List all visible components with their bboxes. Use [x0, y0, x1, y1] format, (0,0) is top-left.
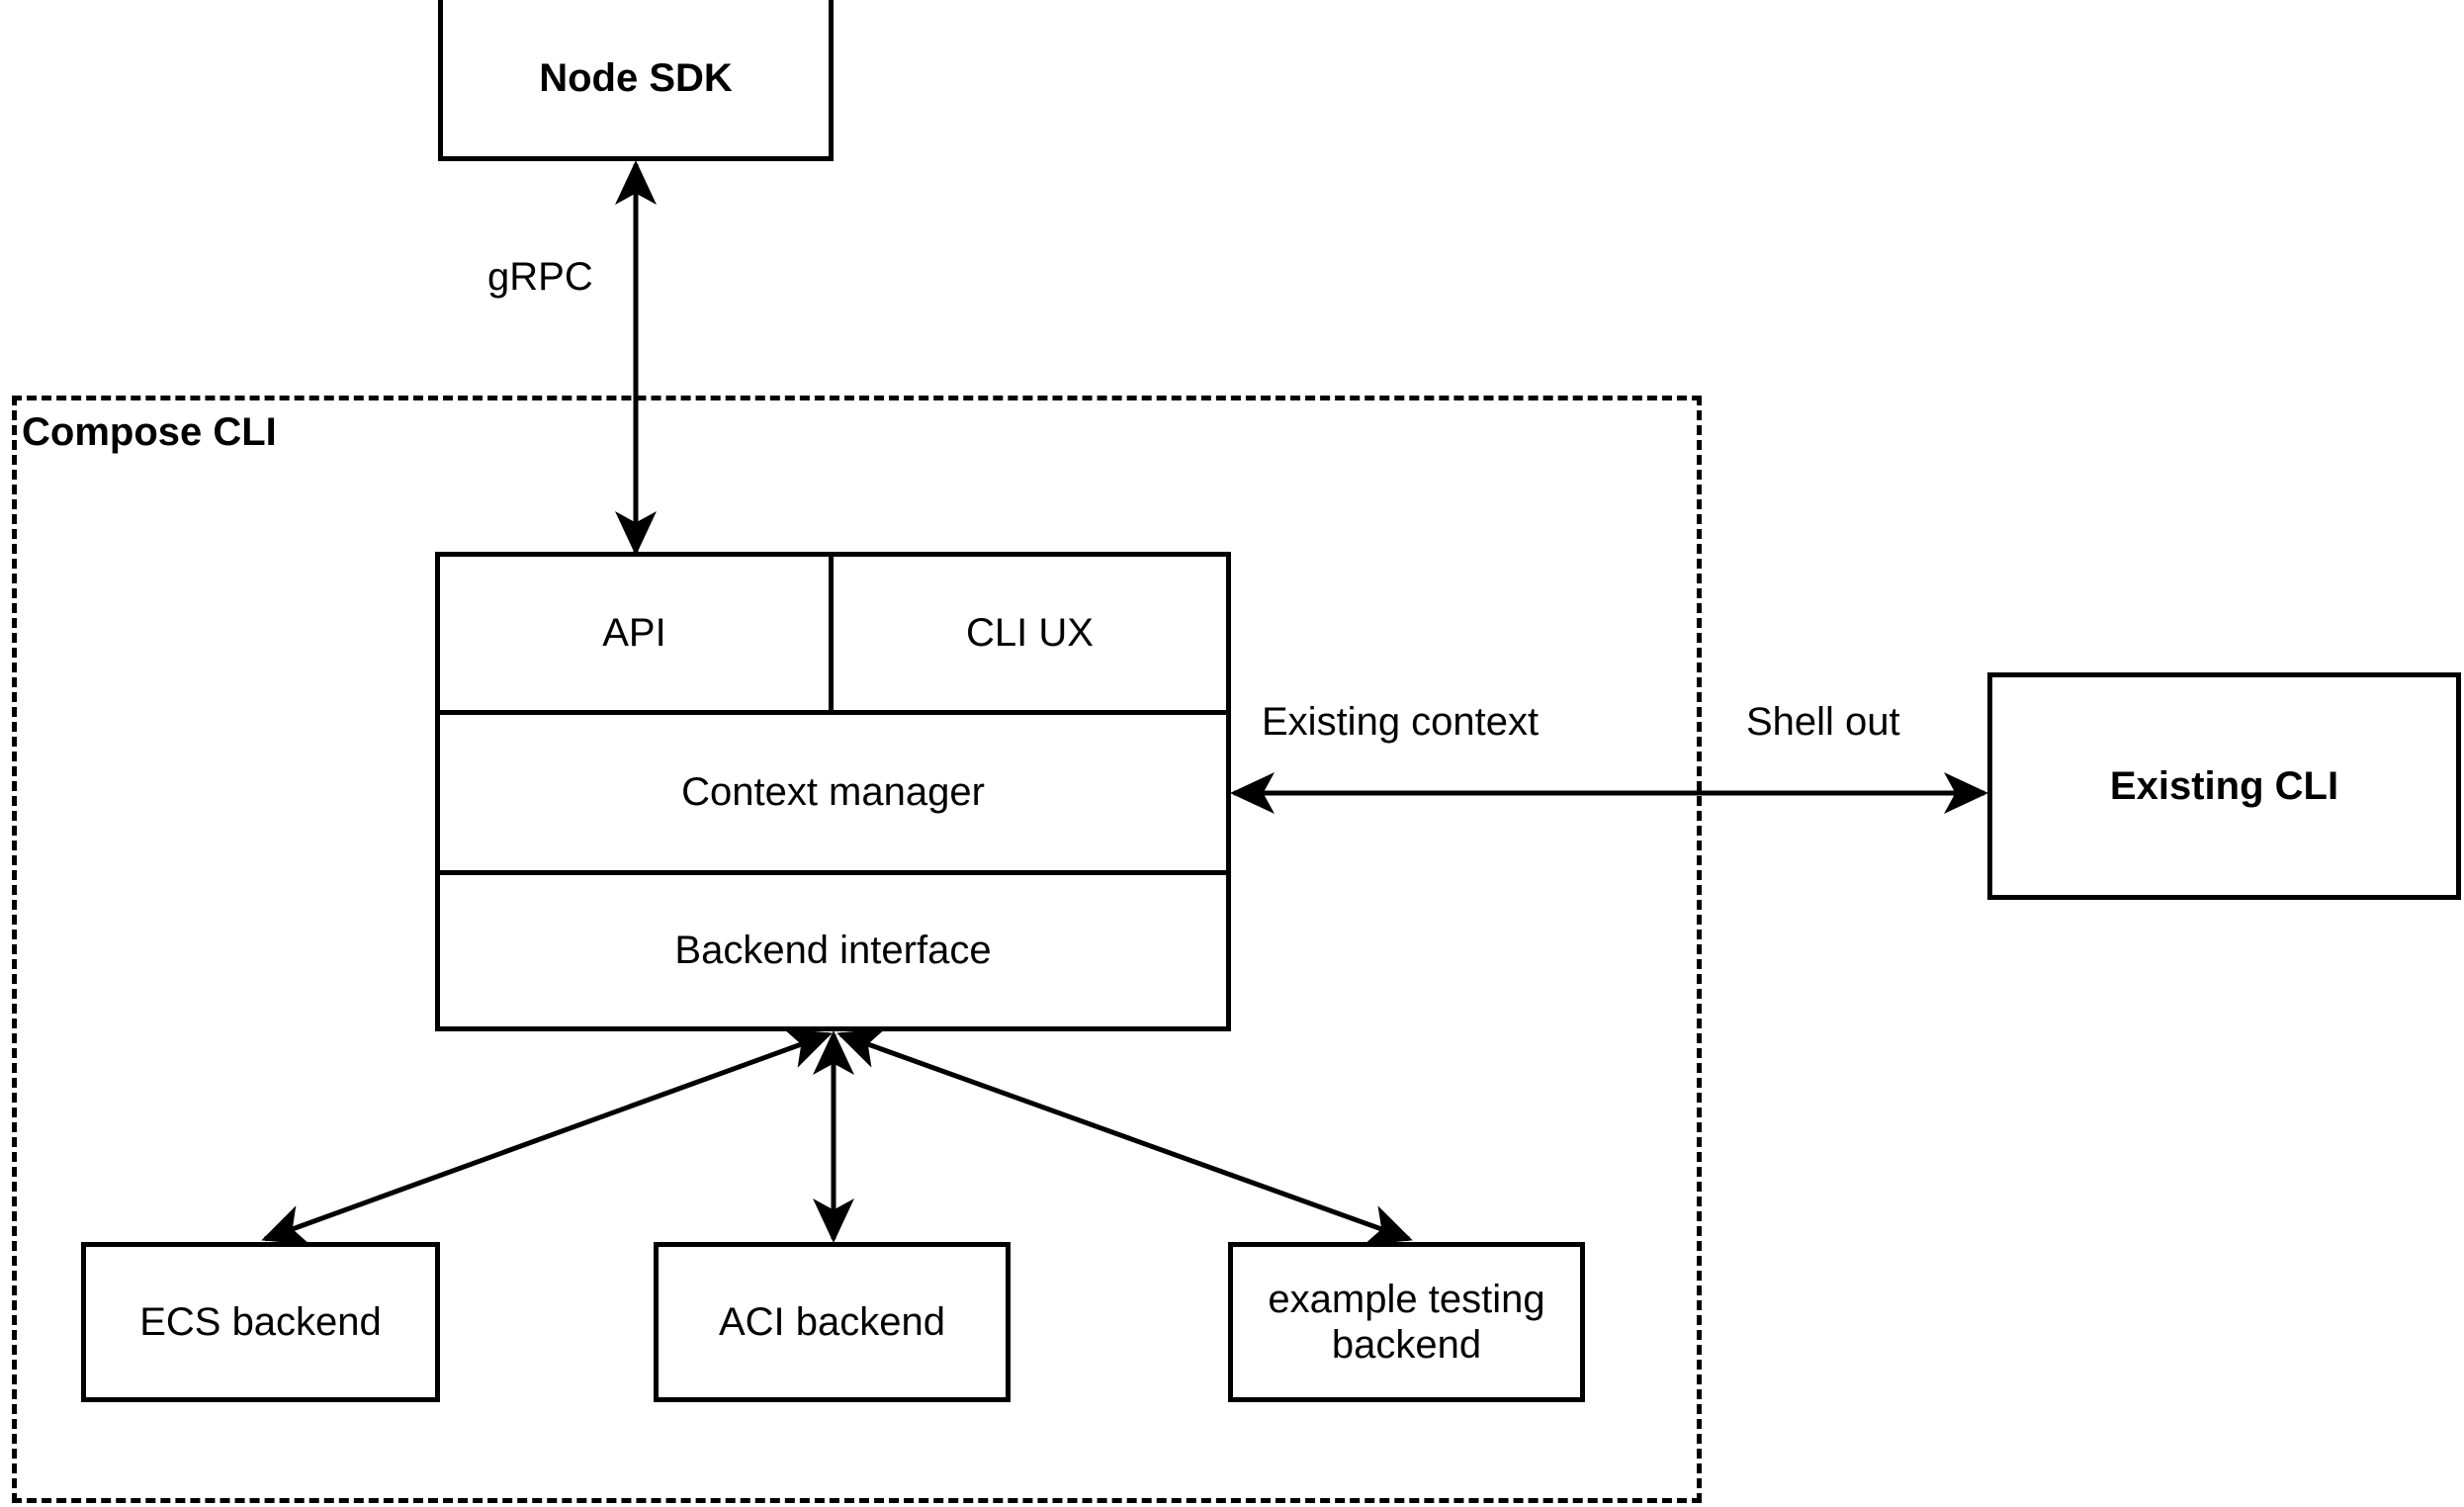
ecs-backend-box[interactable]: ECS backend: [81, 1242, 440, 1402]
example-testing-backend-box[interactable]: example testing backend: [1228, 1242, 1585, 1402]
aci-backend-box[interactable]: ACI backend: [654, 1242, 1011, 1402]
compose-cli-core-stack: API CLI UX Context manager Backend inter…: [435, 552, 1231, 1031]
api-cell[interactable]: API: [440, 557, 834, 710]
node-sdk-label: Node SDK: [539, 56, 733, 100]
backend-interface-cell[interactable]: Backend interface: [440, 875, 1226, 1026]
edge-label-existing-context: Existing context: [1256, 700, 1545, 745]
stack-row-top: API CLI UX: [440, 557, 1226, 715]
node-sdk-box[interactable]: Node SDK: [438, 0, 834, 161]
context-manager-label: Context manager: [681, 770, 985, 814]
compose-cli-group-boundary: [12, 396, 1702, 1503]
stack-row-context-manager: Context manager: [440, 715, 1226, 875]
edge-label-shell-out: Shell out: [1740, 700, 1906, 745]
example-testing-backend-label-line2: backend: [1331, 1323, 1482, 1367]
stack-row-backend-interface: Backend interface: [440, 875, 1226, 1026]
example-testing-backend-label-line1: example testing: [1268, 1278, 1545, 1321]
edge-label-grpc: gRPC: [482, 255, 599, 300]
aci-backend-label: ACI backend: [718, 1300, 946, 1344]
existing-cli-label: Existing CLI: [2109, 764, 2339, 808]
context-manager-cell[interactable]: Context manager: [440, 715, 1226, 870]
backend-interface-label: Backend interface: [674, 929, 992, 972]
ecs-backend-label: ECS backend: [139, 1300, 382, 1344]
cli-ux-cell[interactable]: CLI UX: [834, 557, 1226, 710]
existing-cli-box[interactable]: Existing CLI: [1987, 672, 2461, 900]
cli-ux-label: CLI UX: [966, 611, 1094, 655]
api-label: API: [602, 611, 666, 655]
compose-cli-group-label: Compose CLI: [22, 410, 277, 454]
